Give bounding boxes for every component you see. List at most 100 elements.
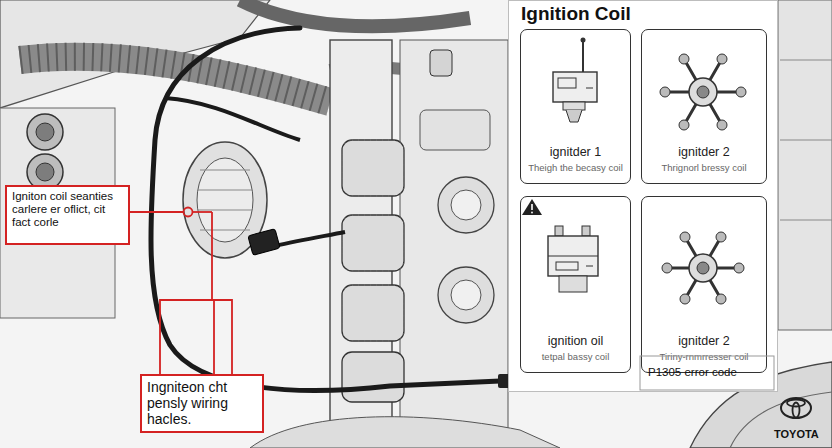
- terminal: [582, 226, 590, 236]
- node-heading: Ingniteon cht pensly wiring hacles.: [147, 379, 257, 427]
- housing-face: [197, 158, 253, 242]
- spoke-end: [680, 232, 690, 242]
- logo-outer: [781, 398, 811, 418]
- node-heading: ignitder 1: [550, 145, 601, 159]
- spokes: [667, 237, 739, 299]
- cylinder-port: [438, 177, 494, 233]
- leader-lines: [130, 208, 232, 375]
- spoke-end: [717, 120, 727, 130]
- top-hose: [240, 0, 470, 26]
- filler-cap-center: [36, 163, 54, 181]
- leader-line: [130, 211, 183, 213]
- wire-connector: [248, 229, 280, 256]
- component-card: ignitder 2 Tiriny-rnmrresser coil: [641, 196, 767, 373]
- black-cable: [275, 232, 345, 246]
- logo-stem: [793, 403, 800, 418]
- spoke-end: [679, 54, 689, 64]
- component-card: ignitder 1 Theigh the becasy coil: [520, 29, 631, 184]
- igniter-body: [553, 72, 597, 102]
- engine-lines: [780, 60, 832, 220]
- coil-cylinder: [342, 285, 404, 341]
- node-caption: tetpal bassy coil: [542, 351, 610, 363]
- callout-box: Ingniteon cht pensly wiring hacles.: [140, 374, 264, 433]
- warning-dot: [531, 212, 533, 214]
- coil-mark: [586, 266, 593, 267]
- code-box: [640, 356, 774, 390]
- hub-center: [697, 262, 709, 274]
- igniter-base: [563, 102, 585, 110]
- logo-bar: [787, 400, 805, 407]
- antenna: [582, 40, 584, 72]
- igniter-mark: [586, 88, 593, 89]
- engine-right: [778, 0, 832, 330]
- coil-ribs: [342, 285, 404, 341]
- antenna-tip: [581, 38, 586, 43]
- hub: [689, 78, 717, 106]
- spoke-end: [716, 232, 726, 242]
- coil-pack: [342, 140, 404, 402]
- node-heading: ignitder 2: [678, 334, 729, 348]
- callout-box: Igniton coil seanties carlere er oflict,…: [5, 185, 130, 245]
- callout-marker: [184, 208, 193, 217]
- hub: [689, 254, 717, 282]
- node-caption: Tiriny-rnmrresser coil: [660, 351, 749, 363]
- coil-icon: [548, 226, 598, 292]
- distributor-icon: [660, 54, 746, 130]
- node-caption: Thrignorl bressy coil: [662, 162, 747, 174]
- node-heading: Ignition Coil: [521, 3, 631, 25]
- spoke-end: [716, 294, 726, 304]
- distributor-icon: [662, 232, 744, 304]
- black-cable: [151, 28, 500, 390]
- node-heading: Igniton coil seanties carlere er oflict,…: [12, 190, 123, 230]
- filler-cap: [27, 114, 63, 150]
- cylinder-port-inner: [451, 280, 481, 310]
- spoke-end: [662, 263, 672, 273]
- exhaust-pipe: [730, 392, 832, 448]
- spoke-end: [679, 120, 689, 130]
- leader-line: [211, 212, 213, 300]
- coil-seam: [548, 256, 598, 257]
- coil-ribs: [342, 140, 404, 196]
- error-code: P1305 error code: [648, 366, 773, 378]
- warning-triangle: [522, 199, 542, 215]
- fitting: [430, 50, 452, 76]
- brand-name: TOYOTA: [774, 428, 832, 440]
- lower-manifold: [250, 417, 560, 448]
- leader-line: [213, 300, 215, 374]
- spoke-end: [680, 294, 690, 304]
- cylinder-port: [438, 267, 494, 323]
- igniter-tip: [566, 110, 582, 122]
- toyota-logo: [781, 398, 811, 418]
- coil-cylinder: [342, 140, 404, 196]
- node-heading: ignition oil: [548, 334, 604, 348]
- spokes: [665, 59, 741, 125]
- warning-icon: [522, 199, 542, 215]
- spoke-end: [660, 87, 670, 97]
- coil-ribs: [342, 215, 404, 271]
- housing-ribs: [198, 170, 252, 230]
- node-heading: ignitder 2: [678, 145, 729, 159]
- coil-cylinder: [342, 215, 404, 271]
- cylinder-head: [400, 40, 508, 430]
- warning-mark: [531, 204, 533, 210]
- cylinder-port-inner: [451, 190, 481, 220]
- component-card: ignitder 2 Thrignorl bressy coil: [641, 29, 767, 184]
- igniter-window: [558, 78, 576, 88]
- info-panel: Ignition Coil ignitder 1 Theigh the becasy…: [508, 0, 778, 392]
- coil-body: [548, 236, 598, 276]
- filler-cap-center: [36, 123, 54, 141]
- valve-cover-rib: [420, 110, 490, 150]
- spoke-end: [717, 54, 727, 64]
- spoke-end: [734, 263, 744, 273]
- leader-bracket: [160, 300, 232, 374]
- coil-window: [556, 262, 578, 270]
- hub-center: [697, 86, 709, 98]
- leader-line: [193, 211, 212, 213]
- node-caption: Theigh the becasy coil: [528, 162, 623, 174]
- component-card: ignition oil tetpal bassy coil: [520, 196, 631, 373]
- terminal: [555, 226, 563, 236]
- spoke-end: [736, 87, 746, 97]
- coil-base: [559, 276, 587, 292]
